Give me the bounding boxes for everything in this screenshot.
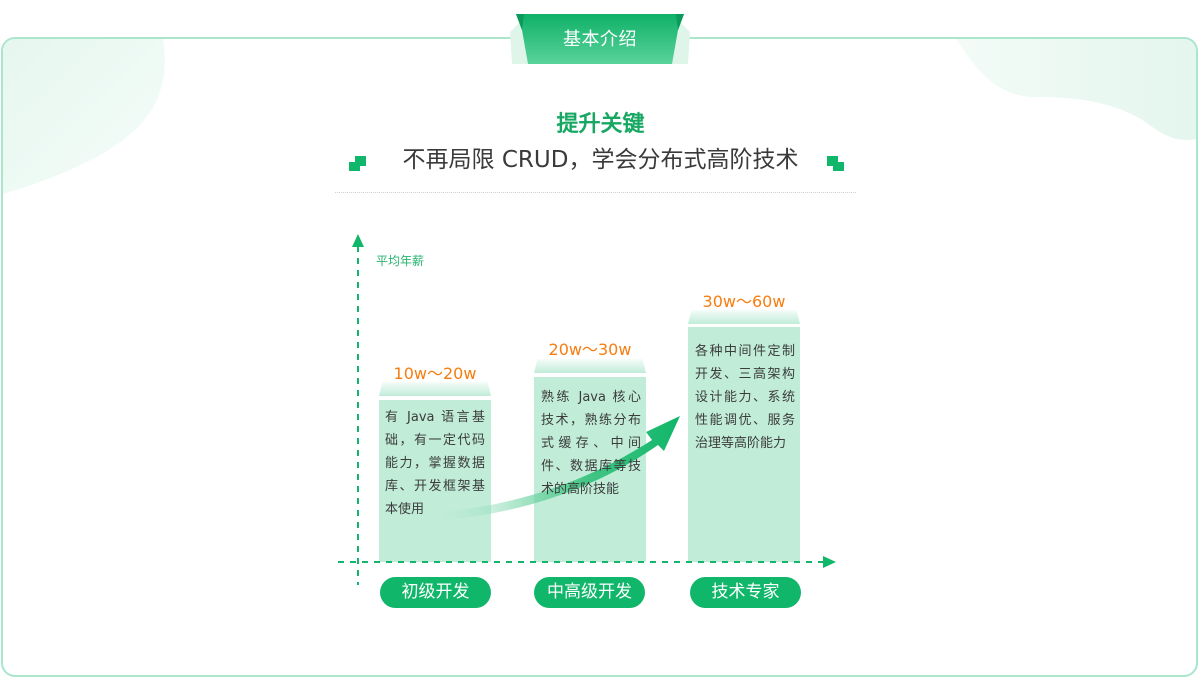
level-badge-expert: 技术专家 [690, 577, 801, 608]
salary-senior: 20w～30w [548, 340, 632, 359]
right-square-ornament-icon [827, 156, 844, 171]
section-card [1, 37, 1198, 677]
salary-expert: 30w～60w [702, 292, 786, 311]
level-badge-junior: 初级开发 [380, 577, 491, 608]
level-badge-senior: 中高级开发 [534, 577, 645, 608]
decorative-blob-right [956, 39, 1196, 140]
bar-cap-senior [534, 359, 646, 373]
growth-arrow-icon [440, 416, 680, 520]
section-title: 提升关键 [556, 112, 645, 137]
bar-cap-expert [688, 310, 800, 324]
desc-senior: 熟练 Java 核心技术，熟练分布式缓存、中间件、数据库等技术的高阶技能 [541, 390, 641, 497]
bar-junior [379, 400, 491, 562]
y-axis-label: 平均年薪 [376, 254, 425, 268]
decorative-blob-left [3, 39, 165, 194]
left-square-ornament-icon [349, 156, 366, 171]
section-subtitle: 不再局限 CRUD，学会分布式高阶技术 [402, 147, 799, 173]
salary-junior: 10w～20w [393, 364, 477, 383]
chart-overlay [338, 416, 836, 568]
bar-expert [688, 327, 800, 562]
heading-divider [335, 192, 856, 193]
section-tab: 基本介绍 [510, 14, 690, 64]
bar-senior [534, 377, 646, 562]
bar-cap-junior [379, 382, 491, 396]
career-chart: 平均年薪 10w～20w 20w～30w 30w～60w 有 Java 语言基础… [338, 234, 836, 608]
desc-junior: 有 Java 语言基础，有一定代码能力，掌握数据库、开发框架基本使用 [385, 410, 485, 517]
desc-expert: 各种中间件定制开发、三高架构设计能力、系统性能调优、服务治理等高阶能力 [695, 344, 795, 451]
chart-axes [352, 234, 364, 585]
section-tab-label: 基本介绍 [563, 29, 637, 50]
tab-shape [510, 14, 690, 64]
